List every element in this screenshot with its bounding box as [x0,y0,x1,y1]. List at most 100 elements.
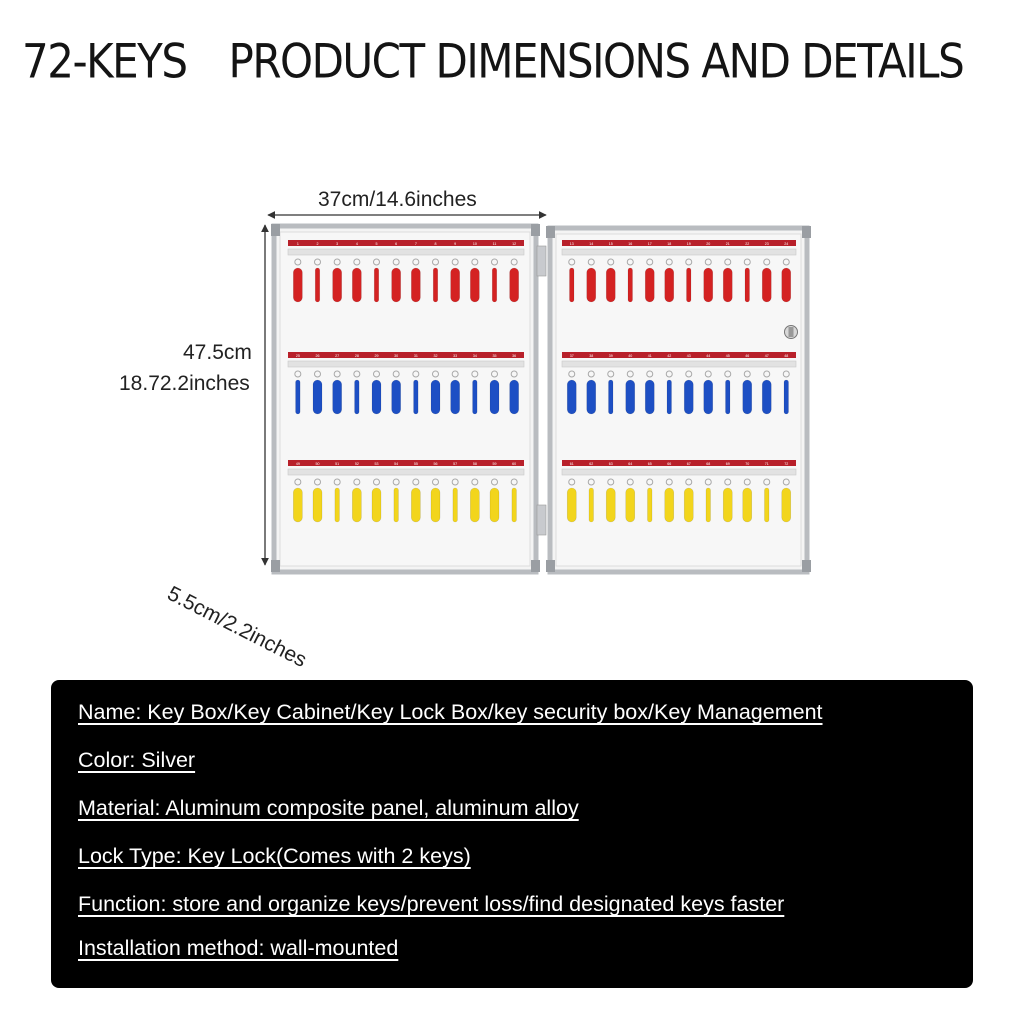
slot-number: 30 [394,354,398,358]
key-tag [742,379,753,415]
key-ring [724,258,732,266]
key-tag [686,267,692,303]
key-tag [744,267,750,303]
key-ring [568,258,576,266]
key-ring [333,478,341,486]
key-tag [312,487,323,523]
key-tag [371,379,382,415]
slot-number: 59 [493,462,497,466]
key-tag [588,487,594,523]
key-tag [569,267,575,303]
key-tag [312,379,323,415]
key-ring [491,478,498,486]
slot-number: 22 [745,242,749,246]
key-tag [334,487,340,523]
slot-number: 37 [570,354,574,358]
key-ring [432,478,439,486]
key-tag [391,379,401,415]
key-tag [371,487,382,523]
spec-lock-type: Lock Type: Key Lock(Comes with 2 keys) [78,844,471,868]
slot-number: 48 [784,354,788,358]
slot-number: 70 [745,462,749,466]
slot-number: 9 [454,242,456,246]
key-ring [392,370,400,378]
key-ring [314,370,321,378]
slot-number: 60 [512,462,516,466]
slot-number: 47 [765,354,769,358]
key-ring [665,258,673,266]
slot-number: 53 [375,462,379,466]
key-tag [666,379,672,415]
key-ring [646,258,654,266]
key-tag [703,379,714,415]
slot-number: 72 [784,462,788,466]
slot-number: 12 [512,242,516,246]
key-count-label: 72-KEYS [22,34,188,89]
key-ring [432,370,439,378]
slot-number: 40 [628,354,632,358]
slot-number: 4 [356,242,358,246]
key-tag [489,379,500,415]
key-tag [393,487,399,523]
slot-number: 42 [667,354,671,358]
key-ring [333,370,341,378]
key-tag [761,267,772,303]
key-tag [683,487,694,523]
slot-number: 23 [765,242,769,246]
key-tag [664,267,675,303]
key-ring [491,258,498,266]
key-ring [333,258,341,266]
key-ring [412,258,420,266]
slot-number: 16 [628,242,632,246]
slot-number: 62 [589,462,593,466]
key-ring [665,370,673,378]
key-ring [373,258,380,266]
key-tag [293,267,303,303]
key-ring [685,370,693,378]
key-tag [627,267,633,303]
slot-number: 27 [335,354,339,358]
slot-number: 21 [726,242,730,246]
key-ring [314,258,321,266]
slot-number: 25 [296,354,300,358]
slot-number: 32 [434,354,438,358]
slot-number: 7 [415,242,417,246]
key-tag [489,487,500,523]
height-inches-label: 18.72.2inches [119,372,250,395]
spec-name: Name: Key Box/Key Cabinet/Key Lock Box/k… [78,700,823,724]
slot-number: 35 [493,354,497,358]
slot-number: 55 [414,462,418,466]
slot-number: 5 [376,242,378,246]
key-ring [392,258,400,266]
key-ring [373,478,380,486]
key-tag [683,379,694,415]
slot-number: 69 [726,462,730,466]
key-tag [354,379,360,415]
slot-number: 14 [589,242,593,246]
key-tag [566,487,577,523]
lock-cylinder-icon [784,325,798,339]
slot-number: 20 [706,242,710,246]
key-ring [724,478,732,486]
slot-number: 10 [473,242,477,246]
key-ring [704,370,712,378]
slot-number: 15 [609,242,613,246]
key-ring [451,478,459,486]
key-tag [783,379,789,415]
key-tag [452,487,458,523]
slot-number: 54 [394,462,398,466]
key-tag [605,267,616,303]
spec-function: Function: store and organize keys/preven… [78,892,785,916]
key-tag [470,267,480,303]
slot-number: 49 [296,462,300,466]
key-tag [450,379,460,415]
slot-number: 24 [784,242,788,246]
key-ring [665,478,673,486]
cabinet-hinges [536,245,547,536]
key-tag [722,267,733,303]
key-tag [764,487,770,523]
key-tag [742,487,753,523]
key-ring [451,370,459,378]
key-ring [294,370,302,378]
